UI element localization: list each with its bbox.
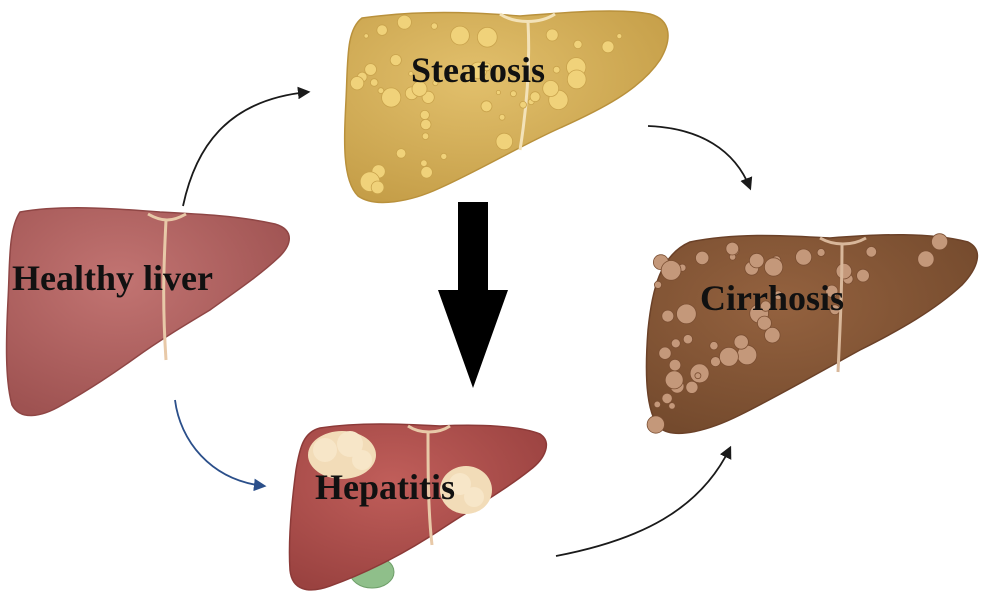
fat-droplet (430, 22, 438, 30)
fat-droplet (498, 114, 506, 121)
fat-droplet (482, 62, 492, 72)
fat-droplet (545, 28, 559, 42)
cirrhosis-label: Cirrhosis (700, 278, 844, 318)
hepatitis-lesion-1 (308, 431, 376, 479)
cirrhosis-nodule (646, 415, 665, 434)
cirrhosis-nodule (694, 372, 702, 380)
fat-droplet (411, 81, 428, 97)
fat-droplet (376, 24, 388, 36)
arrow-healthy-to-steatosis (182, 86, 311, 207)
fat-droplet (542, 80, 560, 97)
arrow-hepatitis-to-cirrhosis (555, 445, 732, 557)
cirrhosis-nodule (670, 338, 681, 349)
fat-droplet (419, 110, 430, 121)
hepatitis-liver: Hepatitis (288, 423, 548, 591)
fat-droplet (529, 91, 541, 103)
healthy-liver: Healthy liver (5, 207, 290, 417)
fat-droplet (432, 80, 439, 87)
fat-droplet (495, 90, 501, 96)
cirrhosis-nodule (749, 252, 765, 269)
steatosis-ligament (499, 12, 556, 151)
cirrhosis-nodule (660, 260, 682, 281)
fat-droplet (395, 148, 407, 159)
cirrhosis-nodule (682, 334, 694, 345)
cirrhosis-ligament (819, 236, 867, 373)
healthy-liver-shape (5, 207, 290, 417)
cirrhosis-nodule (757, 315, 772, 331)
cirrhosis-nodule (725, 241, 740, 256)
fat-droplet (370, 180, 385, 195)
fat-droplet (601, 40, 615, 54)
cirrhosis-nodule (764, 327, 781, 344)
cirrhosis-nodule (931, 233, 949, 251)
steatosis-fat-droplets (349, 14, 623, 195)
cirrhosis-nodule (710, 356, 721, 368)
cirrhosis-nodule (816, 248, 826, 257)
fat-droplet (420, 166, 433, 179)
cirrhosis-nodule (653, 400, 661, 409)
fat-droplet (363, 33, 369, 39)
arrow-steatosis-to-hepatitis-main (438, 202, 508, 388)
fat-droplet (440, 152, 448, 160)
cirrhosis-nodule (917, 250, 935, 268)
cirrhosis-liver-shape (645, 234, 979, 435)
fat-droplet (495, 132, 514, 151)
cirrhosis-nodule (668, 358, 682, 372)
cirrhosis-nodule (835, 263, 853, 280)
fat-droplet (370, 78, 379, 87)
fat-droplet (408, 71, 414, 77)
cirrhosis-nodule (719, 346, 739, 367)
steatosis-label: Steatosis (411, 50, 545, 90)
cirrhosis-nodule (763, 257, 784, 277)
fat-droplet (573, 39, 583, 50)
arrow-healthy-to-hepatitis (174, 399, 267, 492)
fat-droplet (396, 14, 412, 30)
cirrhosis-nodule (676, 303, 697, 325)
cirrhosis-nodule (825, 284, 839, 298)
cirrhosis-nodule (733, 334, 749, 350)
cirrhosis-nodule (685, 380, 699, 394)
cirrhosis-nodules (646, 233, 949, 434)
fat-droplet (389, 54, 402, 67)
steatosis-liver: Steatosis (343, 10, 669, 204)
hepatitis-lesion-2 (440, 466, 492, 514)
cirrhosis-nodule (695, 250, 710, 265)
cirrhosis-nodule (668, 402, 676, 410)
steatosis-liver-shape (343, 10, 669, 204)
cirrhosis-nodule (856, 268, 870, 283)
cirrhosis-nodule (709, 341, 719, 351)
fat-droplet (349, 76, 365, 91)
fat-droplet (420, 118, 432, 131)
fat-droplet (566, 69, 587, 90)
arrow-steatosis-to-cirrhosis (647, 125, 753, 191)
fat-droplet (381, 87, 402, 108)
fat-droplet (476, 26, 498, 48)
cirrhosis-nodule (661, 392, 673, 404)
cirrhosis-nodule (865, 246, 878, 258)
fat-droplet (519, 101, 527, 109)
cirrhosis-nodule (654, 280, 663, 289)
fat-droplet (552, 65, 561, 74)
cirrhosis-nodule (658, 346, 672, 360)
cirrhosis-nodule (661, 309, 675, 323)
fat-droplet (377, 87, 385, 94)
fat-droplet (421, 132, 430, 140)
healthy-ligament (147, 212, 187, 361)
hepatitis-label: Hepatitis (315, 467, 455, 507)
fat-droplet (510, 90, 517, 98)
hepatitis-ligament (407, 424, 451, 546)
cirrhosis-nodule (664, 370, 684, 390)
fat-droplet (450, 25, 470, 46)
cirrhosis-nodule (760, 300, 772, 312)
fat-droplet (616, 33, 623, 39)
cirrhosis-liver: Cirrhosis (645, 233, 979, 435)
fat-droplet (480, 100, 493, 113)
healthy-liver-label: Healthy liver (12, 258, 213, 298)
cirrhosis-nodule (773, 290, 783, 301)
fat-droplet (420, 159, 428, 167)
fat-droplet (364, 63, 377, 76)
cirrhosis-nodule (795, 248, 813, 266)
